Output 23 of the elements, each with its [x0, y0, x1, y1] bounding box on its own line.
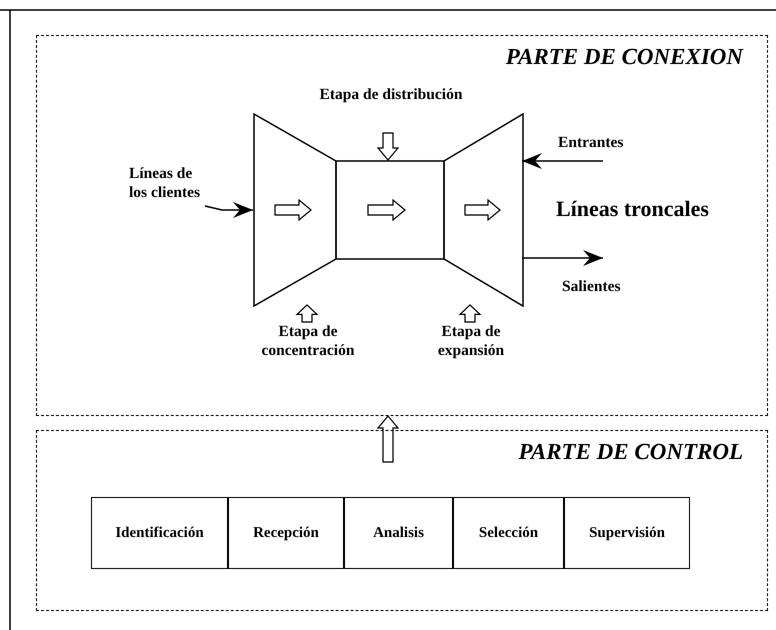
block-arrow [376, 132, 400, 161]
text-label: Líneas troncales [556, 196, 709, 222]
arrow [522, 250, 603, 266]
arrow [204, 202, 253, 218]
block-arrow [376, 415, 400, 463]
text-label: Salientes [562, 278, 621, 296]
panel-title: PARTE DE CONEXION [506, 44, 743, 70]
text-label: Entrantes [558, 134, 624, 152]
process-box: Identificación [91, 497, 228, 569]
stage-label: Etapa de concentración [260, 323, 356, 360]
dashed-panel [36, 35, 768, 416]
stage-label: Líneas de los clientes [129, 165, 202, 202]
process-box: Recepción [228, 497, 344, 569]
dashed-panel [36, 430, 768, 611]
process-box: Selección [453, 497, 564, 569]
block-arrow [458, 304, 482, 323]
stage-label: Etapa de expansión [436, 323, 506, 360]
process-box: Supervisión [564, 497, 690, 569]
panel-title: PARTE DE CONTROL [518, 439, 743, 465]
block-arrow [295, 304, 319, 323]
process-box: Analisis [344, 497, 453, 569]
stage-label: Etapa de distribución [318, 86, 464, 105]
arrow [522, 153, 603, 169]
